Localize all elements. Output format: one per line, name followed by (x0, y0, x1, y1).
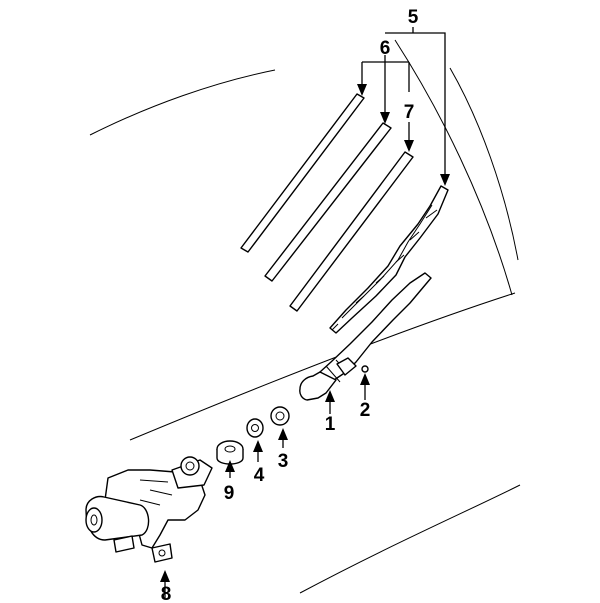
washer-part (246, 418, 264, 462)
callout-6: 6 (380, 38, 391, 59)
wiper-blade-assembly (329, 185, 449, 334)
nut-part (360, 365, 370, 400)
callout-7: 7 (404, 102, 415, 123)
rear-glass-outline (89, 39, 521, 594)
callout-1-leader (325, 390, 335, 414)
callout-7-leader (404, 122, 414, 152)
grommet-part (216, 440, 244, 478)
wiper-motor (85, 456, 213, 598)
callout-4: 4 (254, 465, 265, 486)
callout-2: 2 (360, 400, 371, 421)
callout-8: 8 (161, 584, 172, 603)
callout-3: 3 (278, 451, 289, 472)
callout-1: 1 (325, 414, 336, 435)
cap-part (270, 406, 290, 448)
callout-5-leader (385, 27, 450, 186)
callout-5: 5 (408, 7, 419, 28)
blade-refill-strips (240, 93, 414, 312)
callout-9: 9 (224, 483, 235, 504)
callout-6-leader (357, 55, 410, 124)
wiper-arm (299, 272, 432, 401)
